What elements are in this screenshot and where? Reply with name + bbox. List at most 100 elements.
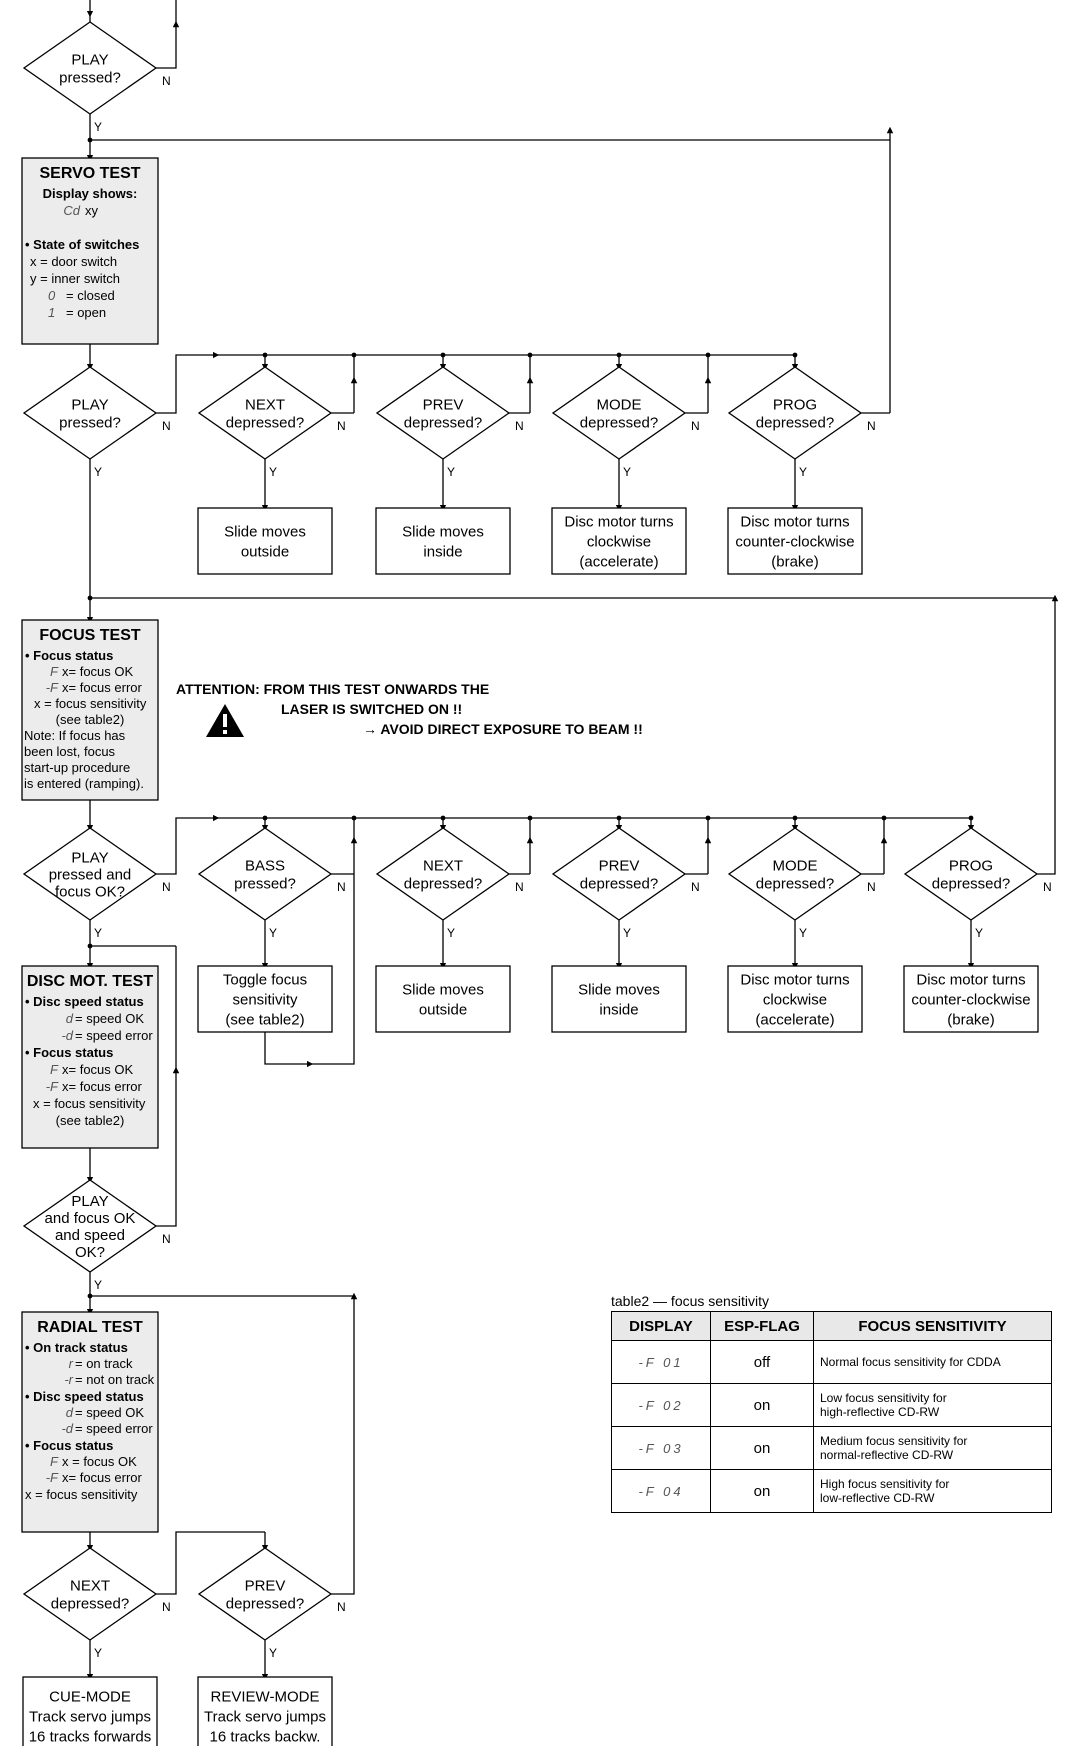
yes-label: Y	[447, 926, 455, 940]
connector-line	[156, 351, 220, 414]
junction-dot	[351, 352, 357, 358]
disc-focus-heading: • Focus status	[25, 1045, 113, 1060]
radial-speed-ok-text: = speed OK	[75, 1405, 144, 1420]
focus-note-4: is entered (ramping).	[24, 776, 144, 791]
connector-line	[331, 1572, 355, 1595]
junction-dot	[87, 137, 93, 143]
table-header-row: DISPLAY ESP-FLAG FOCUS SENSITIVITY	[611, 1311, 1052, 1341]
yes-label: Y	[94, 926, 102, 940]
esp-flag-cell: off	[710, 1340, 814, 1384]
off-track-text: = not on track	[75, 1372, 155, 1387]
table-row: -F 01 off Normal focus sensitivity for C…	[611, 1340, 1052, 1384]
focus-note-1: Note: If focus has	[24, 728, 126, 743]
junction-dot	[881, 815, 887, 821]
radial-test-box: RADIAL TEST • On track status r = on tra…	[21, 1311, 159, 1533]
sensitivity-cell: High focus sensitivity for low-reflectiv…	[813, 1469, 1052, 1513]
focus-sens-line: x = focus sensitivity	[34, 696, 147, 711]
yes-label: Y	[94, 465, 102, 479]
sensitivity-cell: Low focus sensitivity for high-reflectiv…	[813, 1383, 1052, 1427]
inner-switch-line: y = inner switch	[30, 271, 120, 286]
connector-line	[156, 1066, 180, 1227]
slide-inside-box	[551, 965, 687, 1033]
junction-dot	[705, 352, 711, 358]
connector-line	[156, 1531, 265, 1595]
junction-dot	[792, 352, 798, 358]
radial-test-title: RADIAL TEST	[37, 1319, 143, 1336]
disc-focus-ok-code: F	[50, 1062, 59, 1077]
slide-outside-box	[197, 507, 333, 575]
disc-clockwise-box	[727, 965, 863, 1033]
disc-counter-clockwise-box	[903, 965, 1039, 1033]
radial-speed-ok-code: d	[66, 1405, 74, 1420]
on-track-text: = on track	[75, 1356, 133, 1371]
table2-caption: table2 — focus sensitivity	[611, 1293, 769, 1309]
open-code: 1	[48, 305, 55, 320]
no-label: N	[162, 1232, 171, 1246]
focus-sensitivity-table: DISPLAY ESP-FLAG FOCUS SENSITIVITY -F 01…	[611, 1311, 1052, 1513]
junction-dot	[527, 352, 533, 358]
yes-label: Y	[269, 465, 277, 479]
junction-dot	[262, 815, 268, 821]
connector-line	[156, 814, 220, 875]
disc-speed-ok-code: d	[66, 1011, 74, 1026]
no-label: N	[337, 1600, 346, 1614]
prev-depressed-decision	[551, 827, 687, 921]
toggle-focus-box	[197, 965, 333, 1033]
header-display: DISPLAY	[611, 1311, 711, 1341]
junction-dot	[705, 815, 711, 821]
esp-flag-cell: on	[710, 1383, 814, 1427]
play-pressed-decision	[22, 366, 158, 460]
display-code: Cd	[63, 203, 80, 218]
junction-dot	[527, 815, 533, 821]
junction-dot	[87, 943, 93, 949]
junction-dot	[968, 815, 974, 821]
disc-mot-test-box: DISC MOT. TEST • Disc speed status d = s…	[21, 965, 159, 1149]
radial-focus-heading: • Focus status	[25, 1438, 113, 1453]
sensitivity-cell: Medium focus sensitivity for normal-refl…	[813, 1426, 1052, 1470]
disc-speed-heading: • Disc speed status	[25, 994, 144, 1009]
attention-note: ATTENTION: FROM THIS TEST ONWARDS THE LA…	[176, 681, 643, 737]
disc-clockwise-box	[551, 507, 687, 575]
display-xy: xy	[85, 203, 99, 218]
prog-depressed-decision	[727, 366, 863, 460]
no-label: N	[162, 880, 171, 894]
focus-status-heading: • Focus status	[25, 648, 113, 663]
disc-counter-clockwise-box	[727, 507, 863, 575]
yes-label: Y	[269, 926, 277, 940]
table-row: -F 02 on Low focus sensitivity for high-…	[611, 1383, 1052, 1427]
servo-test-title: SERVO TEST	[39, 165, 140, 182]
yes-label: Y	[799, 926, 807, 940]
disc-speed-err-code: -d	[61, 1028, 73, 1043]
junction-dot	[616, 815, 622, 821]
disc-mot-test-title: DISC MOT. TEST	[27, 973, 153, 990]
no-label: N	[162, 1600, 171, 1614]
focus-err-text: x= focus error	[62, 680, 143, 695]
focus-err-code: -F	[46, 680, 59, 695]
mode-depressed-decision	[551, 366, 687, 460]
no-label: N	[162, 74, 171, 88]
junction-dot	[792, 815, 798, 821]
connector-line	[1037, 830, 1056, 875]
radial-focus-ok-text: x = focus OK	[62, 1454, 137, 1469]
connector-lines	[86, 0, 1059, 1681]
disc-sens-line: x = focus sensitivity	[33, 1096, 146, 1111]
focus-note-3: start-up procedure	[24, 760, 130, 775]
prev-depressed-decision	[375, 366, 511, 460]
no-label: N	[1043, 880, 1052, 894]
